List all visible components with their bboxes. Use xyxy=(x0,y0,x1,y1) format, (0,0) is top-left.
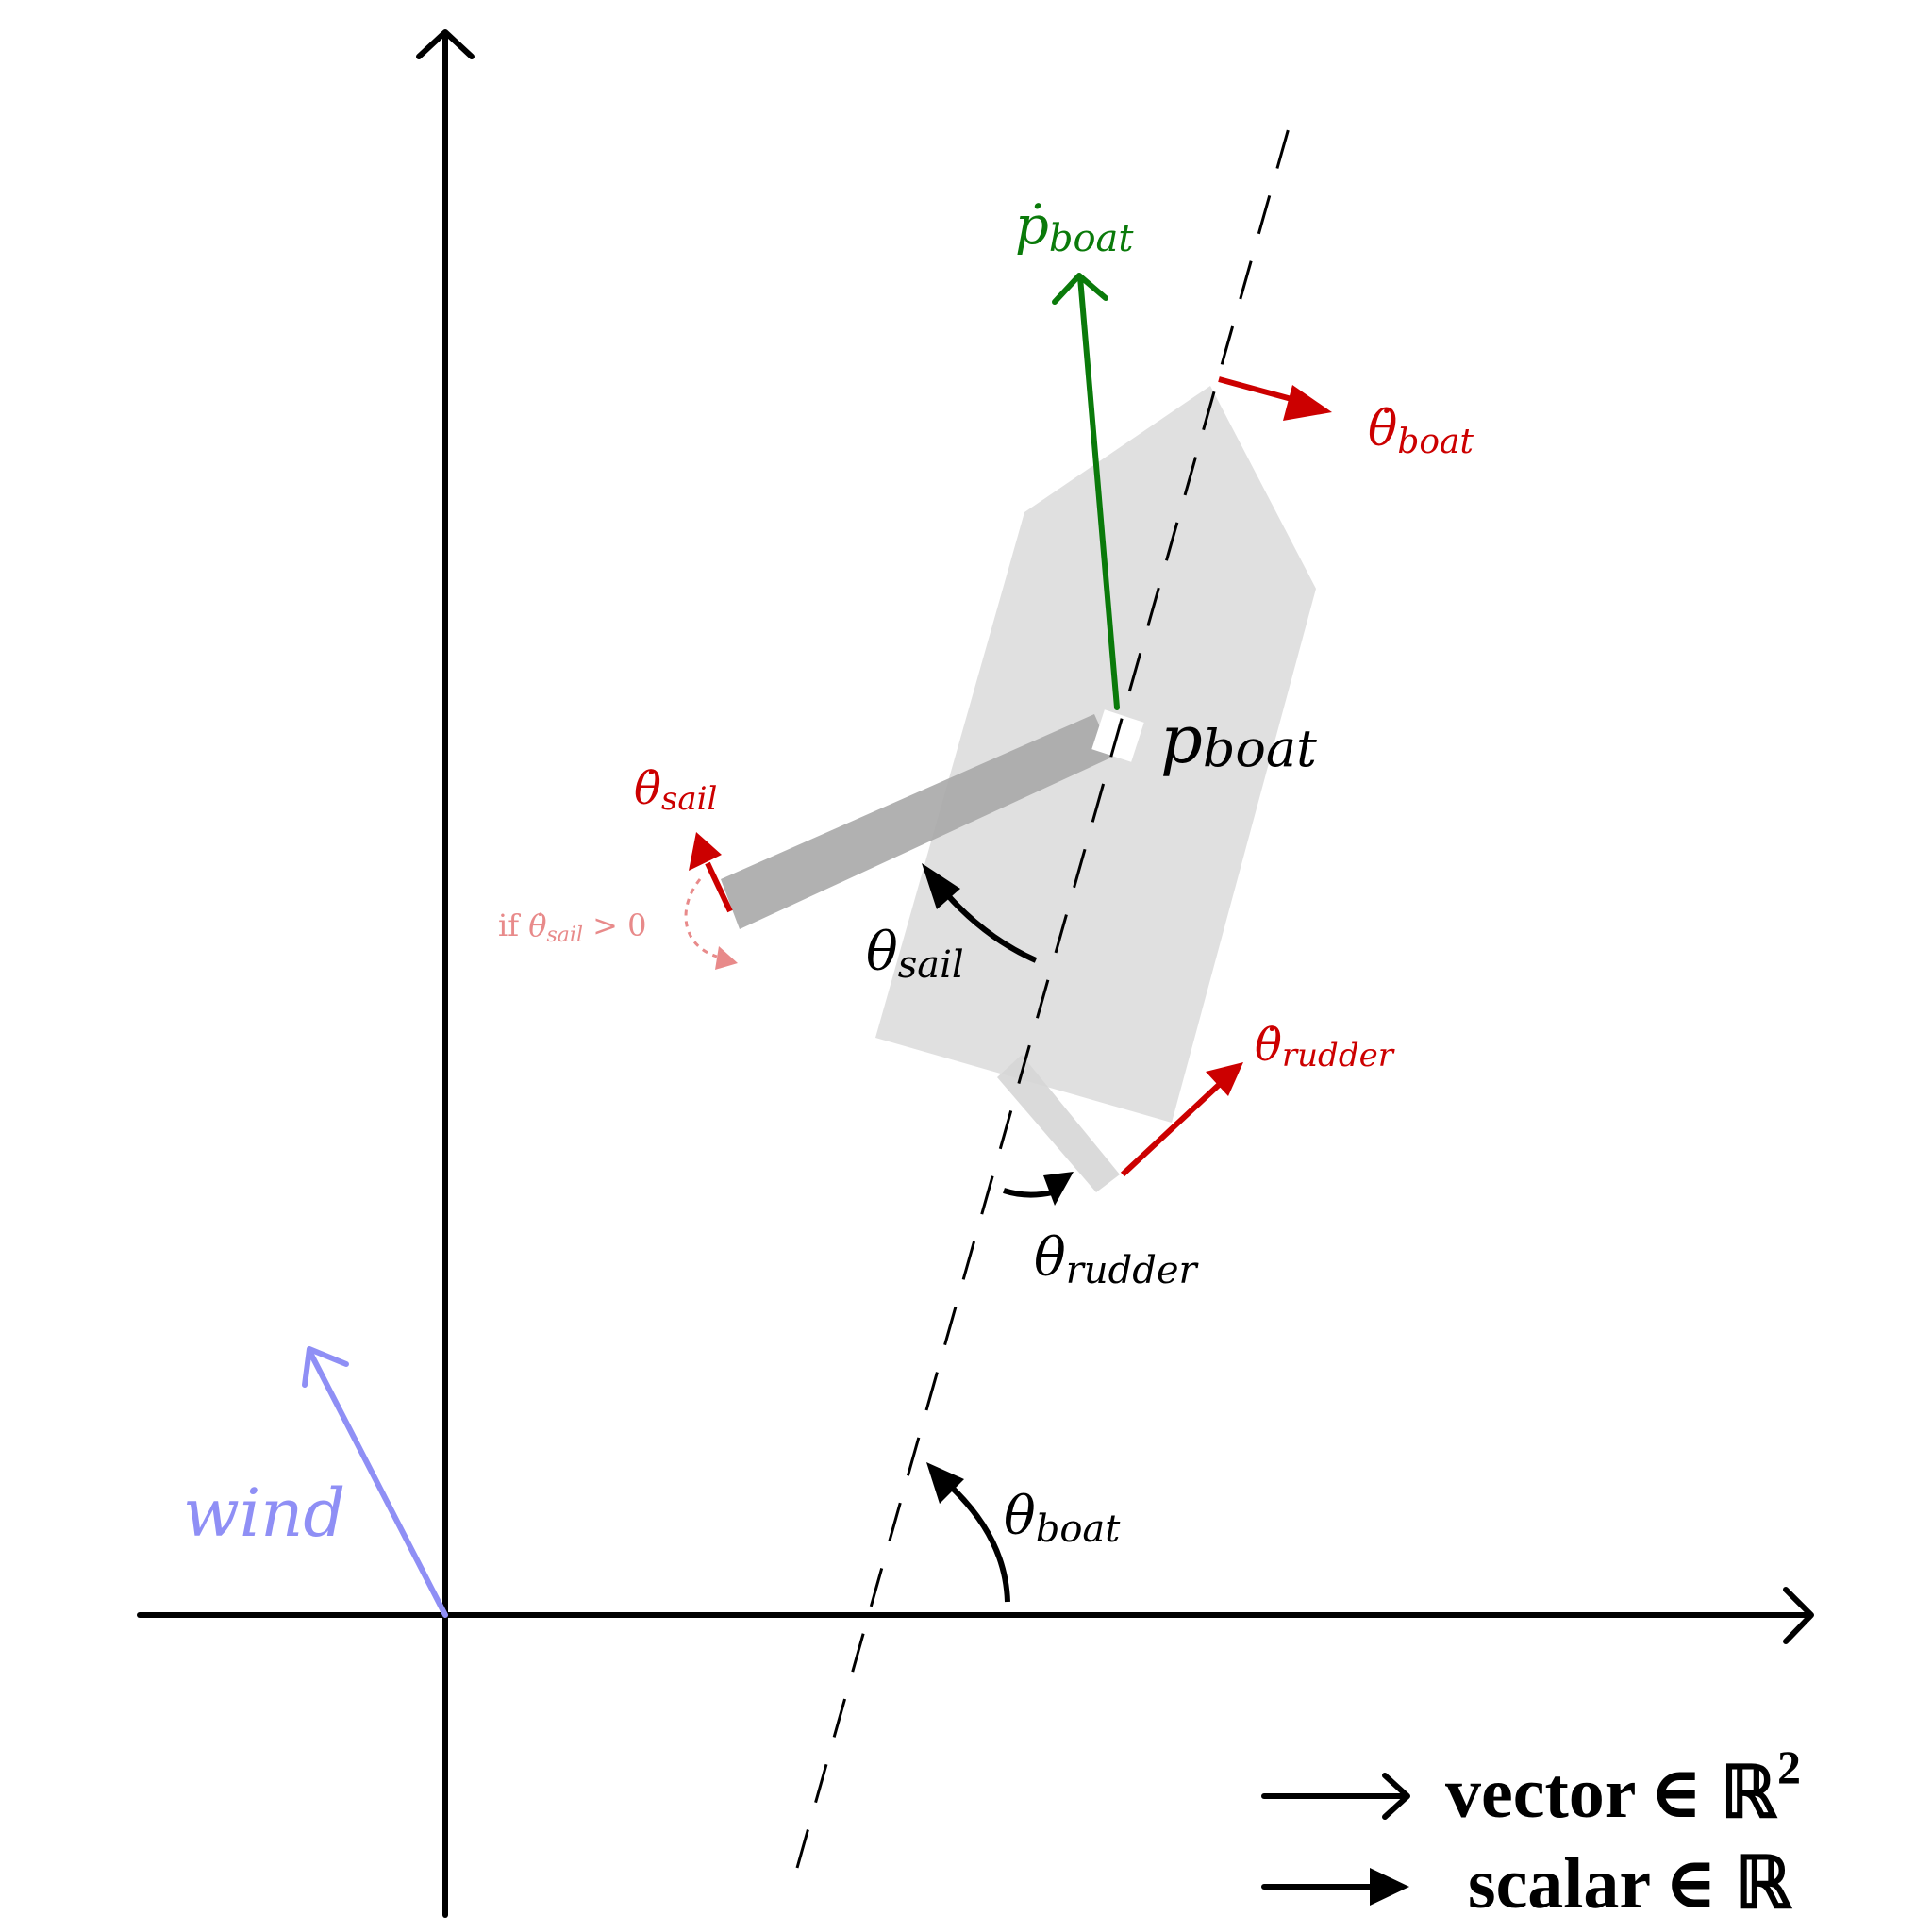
sail-angle-label: θsail xyxy=(866,922,964,987)
sail-angle-arc xyxy=(922,863,1038,963)
boat-heading-line xyxy=(795,110,1295,1869)
legend-vector-label: vector∈ ℝ2 xyxy=(1445,1740,1801,1833)
boat-angular-velocity-label: θ̇boat xyxy=(1368,401,1474,461)
boat-velocity-label: ṗboat xyxy=(1015,195,1134,260)
boat-angle-arc xyxy=(926,1462,1010,1603)
rudder-angle-label: θrudder xyxy=(1034,1227,1199,1292)
boat-angular-velocity-arrow xyxy=(1218,376,1332,421)
boat-velocity-vector xyxy=(1052,273,1120,710)
rudder-angular-velocity-label: θ̇rudder xyxy=(1255,1019,1395,1074)
rudder xyxy=(997,1055,1120,1192)
x-axis-arrowhead xyxy=(1783,1587,1814,1644)
wind-vector xyxy=(302,1346,448,1618)
conditional-rotation-arrow xyxy=(684,878,738,970)
legend-scalar-arrow xyxy=(1261,1868,1409,1906)
conditional-label: if θ̇sail > 0 xyxy=(498,908,647,947)
boat-position-label: pboat xyxy=(1160,701,1317,778)
wind-arrowhead xyxy=(302,1346,349,1388)
sail-angular-velocity-label: θ̇sail xyxy=(634,762,717,818)
legend-vector-arrow xyxy=(1261,1773,1410,1820)
rudder-angular-velocity-arrow xyxy=(1120,1062,1243,1177)
boat-velocity-arrowhead xyxy=(1052,273,1108,305)
legend: vector∈ ℝ2 scalar∈ ℝ xyxy=(1261,1740,1801,1924)
rudder-angle-arc xyxy=(1003,1172,1074,1206)
y-axis-arrowhead xyxy=(416,29,475,59)
sail-boom xyxy=(721,714,1113,929)
coordinate-axes xyxy=(137,29,1814,1918)
wind-label: wind xyxy=(183,1474,345,1552)
boat-angle-label: θboat xyxy=(1004,1486,1121,1551)
legend-scalar-label: scalar∈ ℝ xyxy=(1468,1844,1792,1924)
sail-angular-velocity-arrow xyxy=(689,832,733,913)
